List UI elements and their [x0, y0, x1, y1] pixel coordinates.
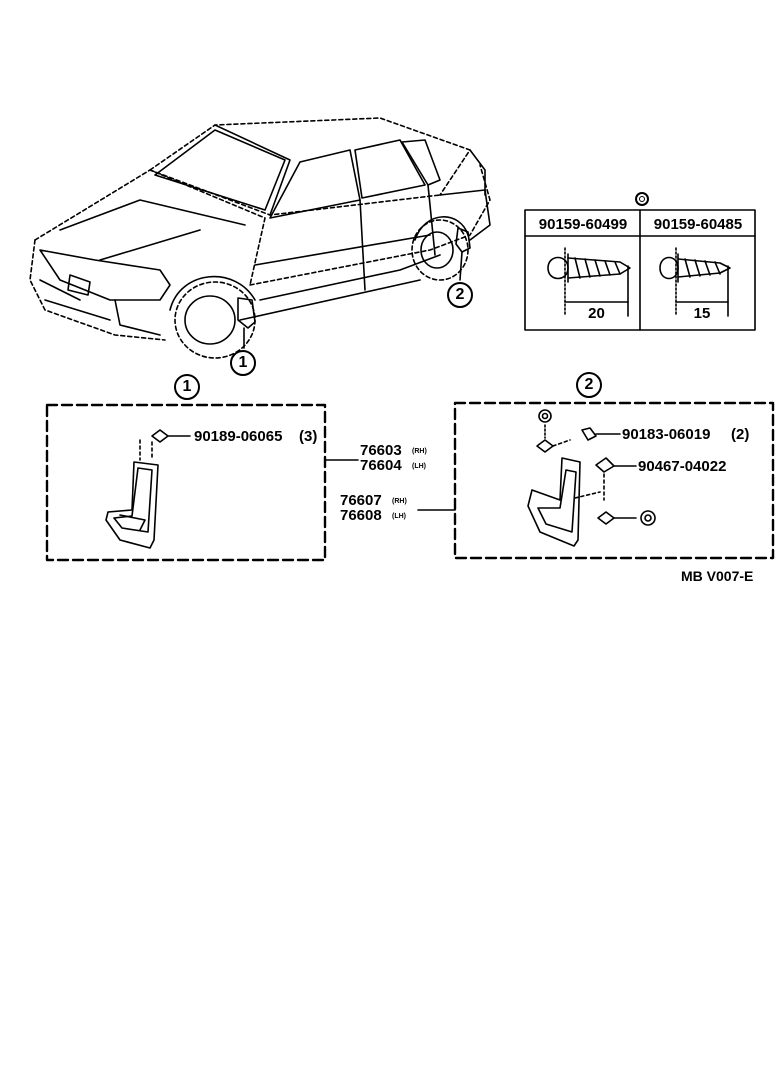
box2-nut-part: 90467-04022	[638, 458, 727, 475]
table-col1-length: 20	[588, 305, 605, 322]
part-rear-lh: 76608	[340, 507, 382, 524]
part-front-rh: 76603	[360, 442, 402, 459]
table-col1-part: 90159-60499	[538, 216, 628, 233]
box1-screw-part: 90189-06065	[194, 428, 283, 445]
table-col2-length: 15	[693, 305, 711, 322]
front-mudguard-box	[45, 403, 359, 562]
part-rear-rh-side: (RH)	[392, 498, 407, 505]
box2-heading: 2	[576, 372, 602, 398]
fastener-marker-icon	[635, 192, 649, 206]
table-col2-part: 90159-60485	[653, 216, 743, 233]
part-front-rh-side: (RH)	[412, 448, 427, 455]
box1-screw-qty: (3)	[299, 428, 318, 445]
rear-mudguard-box	[417, 401, 775, 560]
fastener-table	[524, 209, 756, 331]
box2-clip-part: 90183-06019	[622, 426, 711, 443]
box2-clip-qty: (2)	[731, 426, 750, 443]
callout-front-mudguard: 1	[230, 350, 256, 376]
figure-code: MB V007-E	[681, 568, 754, 584]
part-rear-rh: 76607	[340, 492, 382, 509]
callout-rear-mudguard: 2	[447, 282, 473, 308]
part-front-lh: 76604	[360, 457, 402, 474]
car-illustration	[29, 117, 491, 359]
part-front-lh-side: (LH)	[412, 463, 426, 470]
part-rear-lh-side: (LH)	[392, 513, 406, 520]
box1-heading: 1	[174, 374, 200, 400]
